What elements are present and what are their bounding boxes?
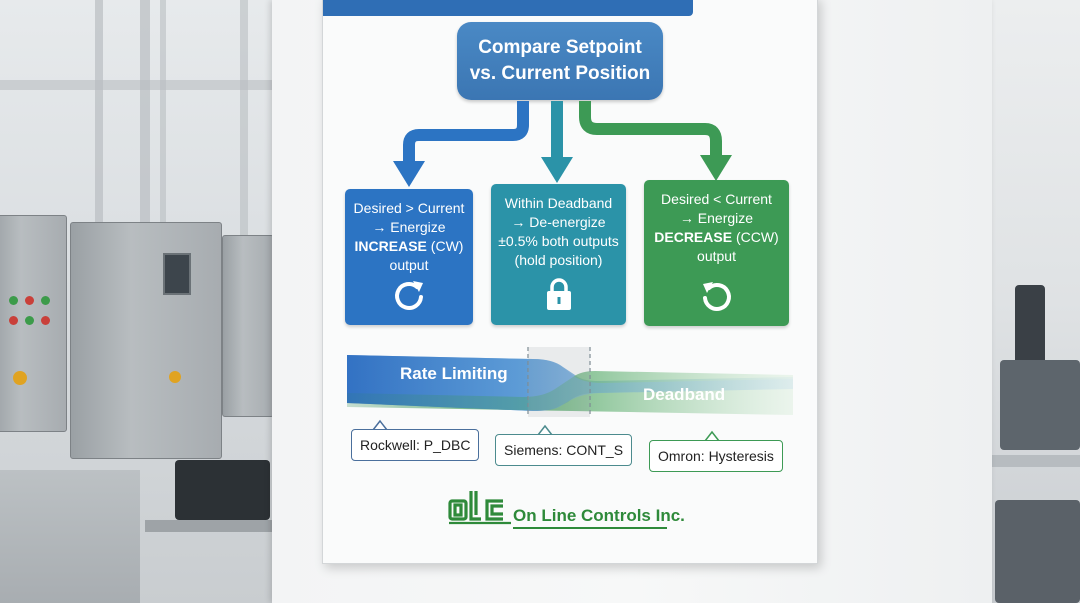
control-cabinet (70, 222, 222, 459)
indicator-light (9, 296, 18, 305)
hmi-screen (163, 253, 191, 295)
indicator-light (25, 296, 34, 305)
flow-arrows (347, 101, 793, 442)
deadband-label: Deadband (643, 385, 726, 404)
control-cabinet (0, 215, 67, 432)
arrow-to-increase (403, 101, 529, 165)
control-cabinet (222, 235, 274, 417)
deadband-line-1: Within Deadband (504, 195, 613, 211)
decrease-line-3: DECREASE (CCW) (644, 228, 789, 247)
increase-line-4: output (389, 257, 429, 273)
increase-line-3: INCREASE (CW) (345, 237, 473, 256)
industrial-machine (1015, 285, 1045, 365)
indicator-light (9, 316, 18, 325)
vertical-pipe (160, 0, 166, 230)
industrial-machine (995, 500, 1080, 603)
indicator-light (169, 371, 181, 383)
compare-line-1: Compare Setpoint (478, 37, 642, 58)
work-bench (145, 520, 275, 532)
olc-logo-mark (448, 491, 511, 525)
vertical-pipe (140, 0, 150, 230)
decrease-line-4: output (697, 248, 736, 264)
decrease-line-2: → Energize (679, 210, 754, 226)
deadband-line-2: → De-energize (511, 214, 606, 230)
company-name: On Line Controls Inc. (513, 506, 685, 525)
vertical-pipe (240, 0, 248, 240)
flowchart-poster: Compare Setpoint vs. Current Position (322, 0, 818, 564)
increase-action-box: Desired > Current → Energize INCREASE (C… (345, 189, 473, 325)
rockwell-label: Rockwell: P_DBC (351, 429, 480, 461)
industrial-machine (1000, 360, 1080, 450)
decrease-direction: (CCW) (732, 229, 779, 245)
indicator-light (41, 296, 50, 305)
increase-line-2: → Energize (372, 219, 446, 235)
rate-limiting-label: Rate Limiting (400, 364, 508, 383)
arrow-to-increase-head (393, 161, 425, 187)
logo-underline (513, 527, 667, 529)
padlock-icon (546, 278, 571, 310)
poster-top-bar (323, 0, 693, 16)
arrow-to-decrease (579, 101, 722, 159)
deadband-action-box: Within Deadband → De-energize ±0.5% both… (491, 184, 626, 325)
industrial-machine (175, 460, 270, 520)
compare-setpoint-box: Compare Setpoint vs. Current Position (457, 22, 663, 100)
rotate-clockwise-icon (395, 281, 423, 310)
omron-pointer (704, 430, 720, 442)
arrow-to-deadband-head (541, 157, 573, 183)
rate-limiting-band-top (347, 355, 793, 411)
indicator-light (41, 316, 50, 325)
omron-label: Omron: Hysteresis (649, 440, 783, 472)
increase-keyword: INCREASE (354, 238, 427, 254)
compare-line-2: vs. Current Position (469, 63, 651, 84)
rockwell-pointer (372, 419, 388, 431)
vertical-pipe (95, 0, 103, 230)
rotate-counterclockwise-icon (702, 282, 731, 311)
siemens-label: Siemens: CONT_S (495, 434, 633, 466)
decrease-keyword: DECREASE (654, 229, 733, 245)
shelf (990, 455, 1080, 467)
decrease-action-box: Desired < Current → Energize DECREASE (C… (644, 180, 789, 326)
background-factory-left (0, 0, 275, 603)
background-factory-right (990, 0, 1080, 603)
deadband-line-4: (hold position) (514, 252, 603, 268)
overhead-beam (0, 80, 275, 90)
arrow-to-decrease-head (700, 155, 732, 181)
floor-equipment (0, 470, 140, 603)
emergency-button (13, 371, 27, 385)
indicator-light (25, 316, 34, 325)
decrease-line-1: Desired < Current (661, 191, 772, 207)
siemens-pointer (537, 424, 553, 436)
deadband-line-3: ±0.5% both outputs (498, 233, 619, 249)
deadband-window (528, 347, 590, 417)
increase-direction: (CW) (426, 238, 464, 254)
increase-line-1: Desired > Current (353, 200, 465, 216)
